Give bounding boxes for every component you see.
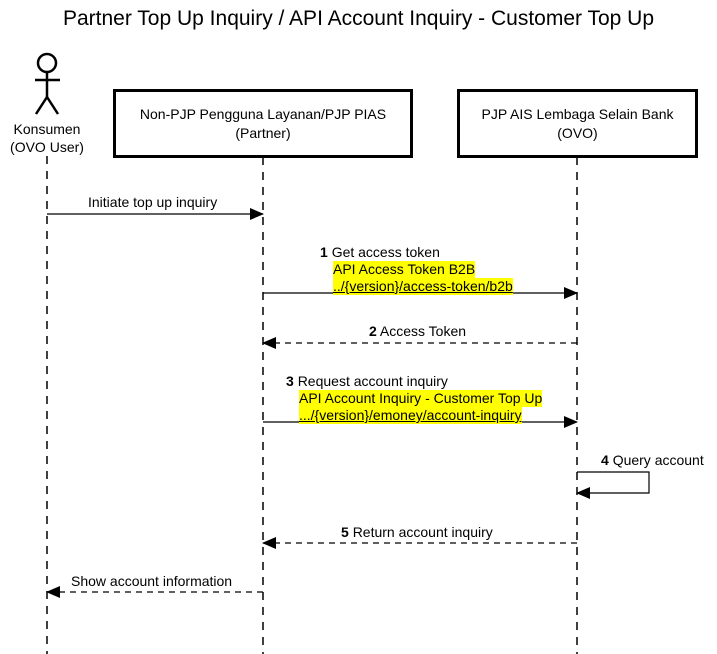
message-label-1: 1 Get access token — [320, 244, 440, 261]
message-text: Return account inquiry — [352, 524, 493, 540]
participant-ovo: PJP AIS Lembaga Selain Bank (OVO) — [457, 89, 698, 158]
message-arrow-4-self — [576, 471, 650, 499]
message-number: 5 — [341, 524, 349, 540]
participant-subtitle: (OVO) — [557, 124, 598, 141]
message-label-4: 4 Query account — [601, 452, 704, 469]
participant-name: Non-PJP Pengguna Layanan/PJP PIAS — [139, 105, 387, 122]
message-text: Query account — [612, 452, 704, 468]
api-label-3: API Account Inquiry - Customer Top Up ..… — [299, 390, 543, 424]
message-number: 4 — [601, 452, 609, 468]
message-label-3: 3 Request account inquiry — [286, 373, 448, 390]
message-label-2: 2 Access Token — [369, 323, 466, 340]
api-path-link[interactable]: .../{version}/emoney/account-inquiry — [299, 407, 522, 423]
stick-figure-actor-icon — [34, 52, 60, 115]
message-text: Initiate top up inquiry — [88, 194, 218, 210]
participant-partner: Non-PJP Pengguna Layanan/PJP PIAS (Partn… — [113, 89, 413, 158]
message-label-show: Show account information — [71, 573, 232, 590]
message-text: Get access token — [331, 244, 440, 260]
diagram-title: Partner Top Up Inquiry / API Account Inq… — [62, 7, 654, 30]
api-path-link[interactable]: ../{version}/access-token/b2b — [333, 278, 513, 294]
message-label-5: 5 Return account inquiry — [341, 524, 493, 541]
message-number: 2 — [369, 323, 377, 339]
actor-name: Konsumen — [13, 121, 81, 137]
participant-name: PJP AIS Lembaga Selain Bank — [481, 105, 674, 122]
message-number: 1 — [320, 244, 328, 260]
message-label-initiate: Initiate top up inquiry — [88, 194, 217, 211]
actor-label-consumer: Konsumen (OVO User) — [0, 120, 94, 156]
message-number: 3 — [286, 373, 294, 389]
actor-subtitle: (OVO User) — [10, 139, 84, 155]
api-name-highlight: API Account Inquiry - Customer Top Up — [299, 390, 543, 407]
message-text: Request account inquiry — [297, 373, 448, 389]
participant-subtitle: (Partner) — [235, 124, 291, 141]
api-name-highlight: API Access Token B2B — [333, 261, 476, 278]
message-text: Access Token — [379, 323, 467, 339]
message-text: Show account information — [71, 573, 233, 589]
api-label-1: API Access Token B2B ../{version}/access… — [333, 261, 513, 295]
